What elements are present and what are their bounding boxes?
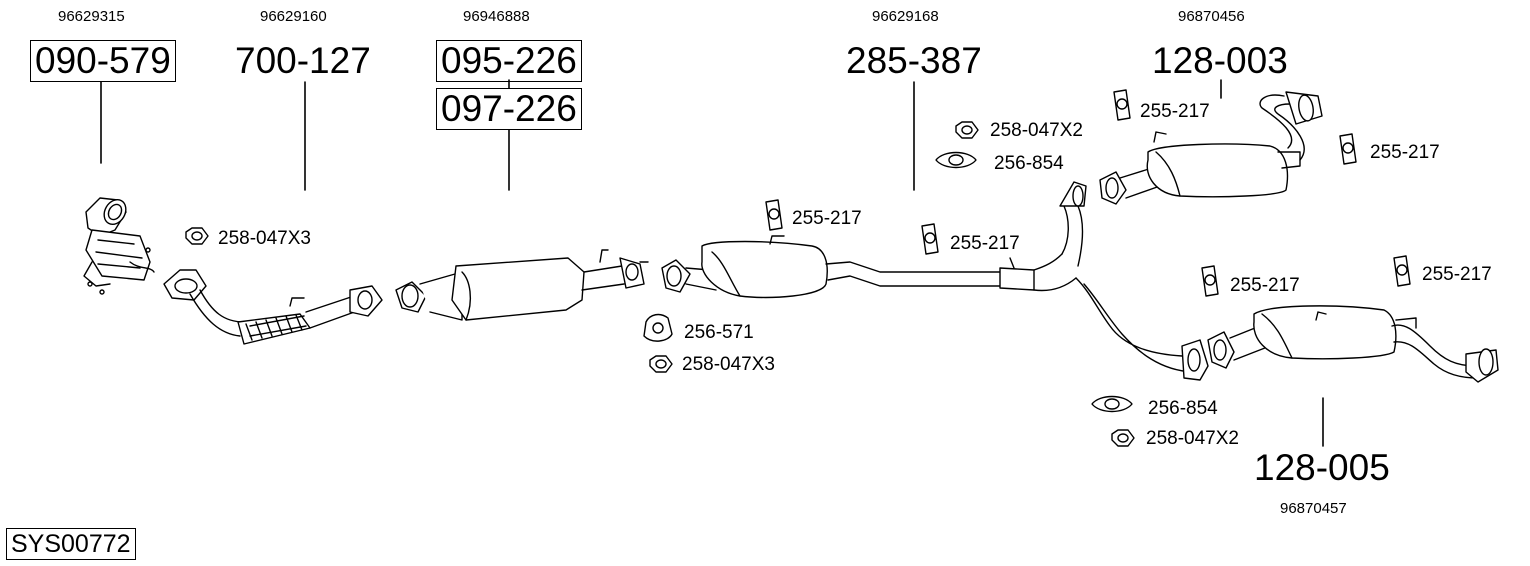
intermediate-catalyst-drawing: [396, 250, 648, 320]
small-part-label[interactable]: 255-217: [1140, 101, 1210, 122]
oe-number: 96629160: [260, 8, 327, 25]
part-number[interactable]: 095-226: [436, 40, 582, 82]
manifold-catalyst-drawing: [84, 196, 154, 294]
rubber-hanger-icon: [922, 224, 938, 254]
leader-lines: [101, 80, 1323, 446]
centre-silencer-drawing: [662, 182, 1208, 380]
part-number[interactable]: 285-387: [846, 40, 982, 81]
small-part-label[interactable]: 258-047X3: [218, 228, 311, 249]
oe-number: 96946888: [463, 8, 530, 25]
rear-silencer-left-drawing: [1208, 306, 1498, 382]
oval-gasket-icon: [936, 153, 976, 168]
oe-number: 96629315: [58, 8, 125, 25]
nut-icon: [650, 356, 672, 372]
part-number[interactable]: 128-003: [1152, 40, 1288, 81]
rubber-hanger-icon: [1340, 134, 1356, 164]
small-part-label[interactable]: 256-571: [684, 322, 754, 343]
part-number[interactable]: 097-226: [436, 88, 582, 130]
nut-icon: [1112, 430, 1134, 446]
oval-gasket-icon: [1092, 397, 1132, 412]
small-part-label[interactable]: 258-047X2: [990, 120, 1083, 141]
system-code: SYS00772: [6, 528, 136, 560]
small-part-label[interactable]: 255-217: [1370, 142, 1440, 163]
nut-icon: [186, 228, 208, 244]
rubber-hanger-icon: [1202, 266, 1218, 296]
small-part-label[interactable]: 255-217: [792, 208, 862, 229]
part-number[interactable]: 700-127: [235, 40, 371, 81]
small-part-label[interactable]: 255-217: [1230, 275, 1300, 296]
oe-number: 96870457: [1280, 500, 1347, 517]
part-number[interactable]: 128-005: [1254, 447, 1390, 488]
small-part-label[interactable]: 256-854: [994, 153, 1064, 174]
small-part-label[interactable]: 256-854: [1148, 398, 1218, 419]
small-part-label[interactable]: 255-217: [950, 233, 1020, 254]
triangle-gasket-icon: [644, 315, 672, 342]
rubber-hanger-icon: [1394, 256, 1410, 286]
small-part-label[interactable]: 255-217: [1422, 264, 1492, 285]
oe-number: 96870456: [1178, 8, 1245, 25]
small-part-label[interactable]: 258-047X3: [682, 354, 775, 375]
nut-icon: [956, 122, 978, 138]
oe-number: 96629168: [872, 8, 939, 25]
rubber-hanger-icon: [1114, 90, 1130, 120]
small-part-label[interactable]: 258-047X2: [1146, 428, 1239, 449]
front-pipe-drawing: [164, 270, 382, 344]
part-number[interactable]: 090-579: [30, 40, 176, 82]
rear-silencer-right-drawing: [1100, 92, 1322, 204]
rubber-hanger-icon: [766, 200, 782, 230]
